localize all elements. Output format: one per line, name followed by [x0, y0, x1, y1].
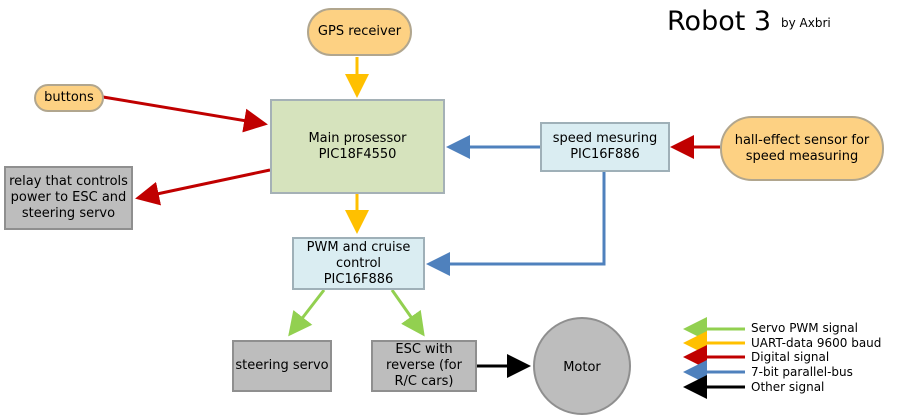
legend-label-other: Other signal: [751, 380, 825, 394]
buttons-node: buttons: [34, 84, 104, 112]
motor-node: [533, 317, 631, 415]
buttons-to-main-arrow: [102, 95, 268, 133]
gps-receiver-node: GPS receiver: [307, 8, 412, 56]
pwm-cruise-control-node: PWM and cruise control PIC16F886: [292, 237, 425, 290]
hall-effect-sensor-node: hall-effect sensor for speed measuring: [720, 116, 884, 181]
speed-to-pwm-arrow: [426, 172, 606, 276]
main-to-relay-arrow: [135, 168, 271, 206]
legend-label-parallel-bus: 7-bit parallel-bus: [751, 365, 853, 379]
legend: [683, 317, 745, 399]
relay-node: relay that controls power to ESC and ste…: [4, 166, 133, 230]
legend-label-uart: UART-data 9600 baud: [751, 336, 882, 350]
main-processor-node: Main prosessor PIC18F4550: [270, 99, 445, 194]
diagram-title: Robot 3: [667, 6, 772, 37]
steering-servo-node: steering servo: [232, 340, 332, 392]
speed-measuring-node: speed mesuring PIC16F886: [540, 122, 670, 172]
pwm-to-steering-arrow: [288, 289, 326, 337]
author-byline: by Axbri: [781, 16, 831, 30]
legend-label-digital: Digital signal: [751, 350, 830, 364]
legend-label-servo-pwm: Servo PWM signal: [751, 321, 858, 335]
pwm-to-esc-arrow: [390, 289, 425, 337]
esc-node: ESC with reverse (for R/C cars): [371, 340, 477, 392]
motor-label: Motor: [563, 360, 601, 375]
